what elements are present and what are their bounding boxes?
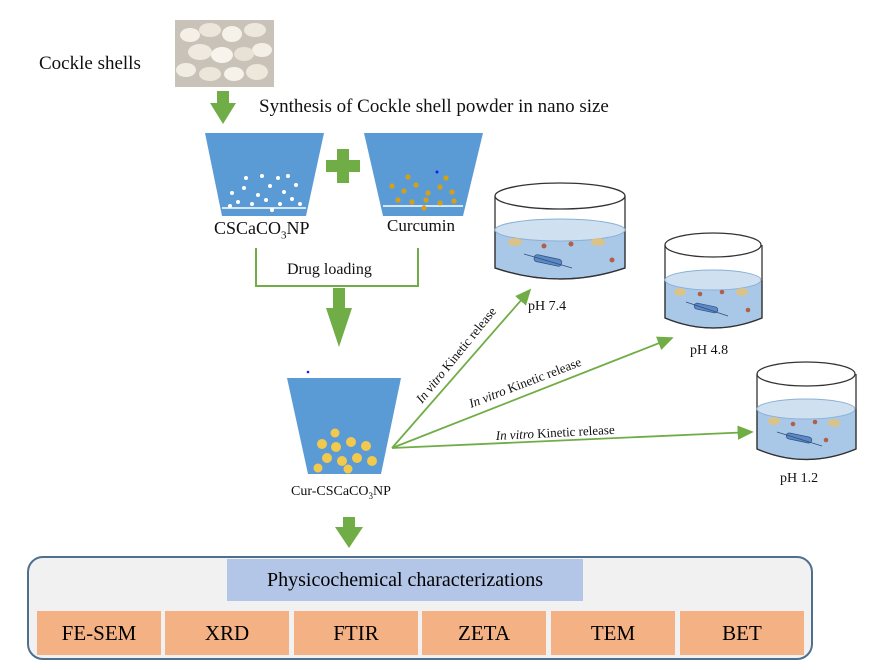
technique-bet: BET <box>680 611 804 655</box>
arrow-down-shells <box>210 91 236 124</box>
cscaco3np-cup <box>205 133 324 216</box>
drug-loading-bracket <box>255 248 419 287</box>
curcumin-label: Curcumin <box>387 216 455 235</box>
technique-xrd: XRD <box>165 611 289 655</box>
curcumin-cup <box>364 133 483 216</box>
arrow-down-loading <box>326 288 352 347</box>
release-label-ph48: In vitro Kinetic release <box>466 354 584 411</box>
ph-label-12: pH 1.2 <box>780 471 819 486</box>
cur-cscaco3np-label: Cur-CSCaCO3NP <box>291 484 391 501</box>
beaker-ph12 <box>756 361 857 461</box>
technique-zeta: ZETA <box>422 611 546 655</box>
characterization-title: Physicochemical characterizations <box>227 559 583 601</box>
arrow-down-characterization <box>335 517 363 548</box>
plus-icon <box>326 149 360 183</box>
ph-label-74: pH 7.4 <box>528 299 567 314</box>
drug-loading-label: Drug loading <box>287 261 372 278</box>
beaker-ph74 <box>494 182 626 280</box>
synthesis-label: Synthesis of Cockle shell powder in nano… <box>259 96 609 117</box>
release-arrow-ph12 <box>391 425 754 449</box>
release-arrow-ph74 <box>391 288 532 449</box>
release-arrow-ph48 <box>391 336 674 449</box>
cockle-shells-photo <box>175 20 274 87</box>
technique-fe-sem: FE-SEM <box>37 611 161 655</box>
technique-ftir: FTIR <box>294 611 418 655</box>
ph-label-48: pH 4.8 <box>690 343 729 358</box>
beaker-ph48 <box>664 232 763 329</box>
cockle-shells-label: Cockle shells <box>39 53 141 74</box>
cscaco3np-label: CSCaCO3NP <box>214 218 310 242</box>
cur-cscaco3np-cup <box>287 370 401 474</box>
release-label-ph12: In vitro Kinetic release <box>494 422 615 443</box>
technique-tem: TEM <box>551 611 675 655</box>
